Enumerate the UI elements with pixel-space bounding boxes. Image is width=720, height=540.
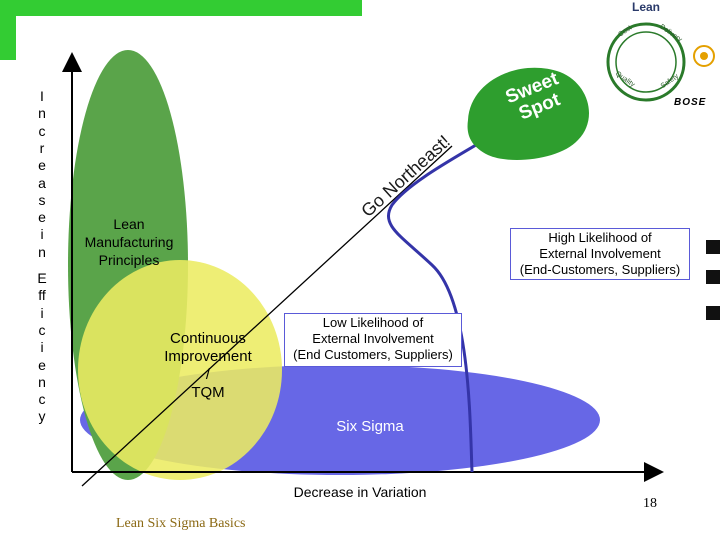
y-axis-letter: n — [38, 373, 46, 390]
y-axis-letter: c — [38, 391, 46, 408]
lean-label-line-3: Principles — [98, 252, 160, 268]
diagonal-trend-line — [81, 145, 453, 487]
low-involvement-line-3: (End Customers, Suppliers) — [293, 347, 453, 362]
lean-logo: Lean Cost Delivery Quality Safety BOSE — [600, 0, 718, 118]
top-green-bar — [0, 0, 362, 16]
y-axis-letter: c — [38, 321, 46, 338]
continuous-improvement-region — [78, 260, 282, 480]
y-axis-letter: E — [37, 270, 47, 286]
high-involvement-line-3: (End-Customers, Suppliers) — [519, 262, 681, 277]
edge-square-2 — [706, 270, 720, 284]
y-axis-letter: i — [40, 339, 44, 356]
y-axis-letter: r — [39, 139, 45, 156]
y-axis-letter: I — [40, 88, 44, 104]
high-involvement-line-2: External Involvement — [539, 246, 661, 261]
lean-label-line-1: Lean — [113, 216, 145, 232]
x-axis-label: Decrease in Variation — [270, 484, 450, 500]
ci-line-3: / — [205, 366, 211, 383]
y-axis-letter: e — [38, 356, 46, 373]
y-axis-letter: c — [38, 122, 46, 139]
northeast-path — [386, 123, 510, 473]
edge-square-1 — [706, 240, 720, 254]
continuous-improvement-label: Continuous Improvement / TQM — [148, 330, 268, 402]
bose-logo: BOSE — [674, 97, 707, 108]
low-involvement-box: Low Likelihood of External Involvement (… — [284, 313, 462, 367]
x-axis-label-text: Decrease in Variation — [293, 484, 427, 500]
lean-label-line-2: Manufacturing — [84, 234, 174, 250]
y-axis-letter: n — [38, 243, 46, 260]
high-involvement-box: High Likelihood of External Involvement … — [510, 228, 690, 280]
y-axis-letter: n — [38, 105, 46, 122]
y-axis-letter: i — [40, 304, 44, 321]
ci-line-1: Continuous — [170, 330, 246, 347]
y-axis-letter: i — [40, 226, 44, 243]
y-axis-letter: a — [38, 174, 46, 191]
high-involvement-line-1: High Likelihood of — [548, 230, 652, 245]
path-text: Go Northeast! — [357, 131, 454, 221]
six-sigma-text: Six Sigma — [336, 418, 404, 435]
edge-square-3 — [706, 306, 720, 320]
low-involvement-line-2: External Involvement — [312, 331, 434, 346]
six-sigma-label: Six Sigma — [318, 418, 422, 435]
low-involvement-line-1: Low Likelihood of — [322, 315, 424, 330]
y-axis-letter: e — [38, 209, 46, 226]
sweet-spot-blob — [467, 67, 590, 160]
y-axis-letter: y — [38, 408, 46, 425]
lean-label: Lean Manufacturing Principles — [70, 215, 188, 269]
ci-line-4: TQM — [191, 384, 225, 401]
ci-line-2: Improvement — [164, 348, 252, 365]
lean-logo-title: Lean — [631, 0, 660, 14]
y-axis-letter: e — [38, 157, 46, 174]
left-green-bar — [0, 0, 16, 60]
y-axis-letter: s — [38, 191, 46, 208]
footer-title: Lean Six Sigma Basics — [116, 516, 246, 531]
y-axis-letter: ff — [38, 287, 46, 304]
lean-logo-graphic — [606, 22, 715, 108]
page-number: 18 — [643, 496, 657, 511]
